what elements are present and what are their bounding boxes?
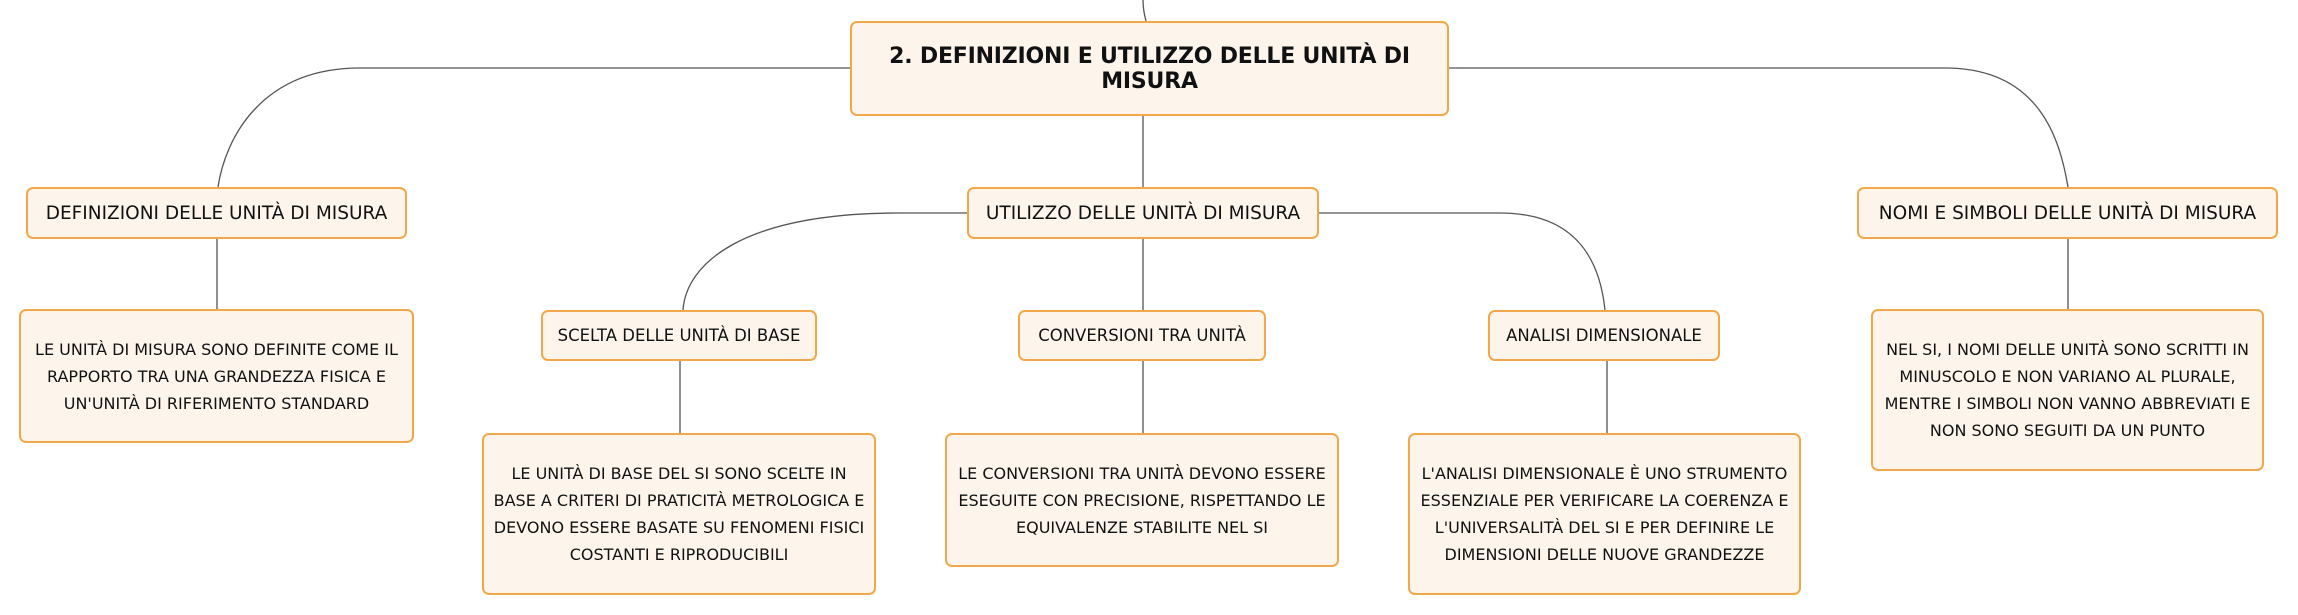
definizioni-label: DEFINIZIONI DELLE UNITÀ DI MISURA	[45, 202, 388, 224]
connector-root-nomi	[1448, 67, 2069, 188]
scelta-detail-node[interactable]: LE UNITÀ DI BASE DEL SI SONO SCELTE IN B…	[482, 433, 876, 595]
definizioni-node[interactable]: DEFINIZIONI DELLE UNITÀ DI MISURA	[26, 187, 407, 239]
scelta-label: SCELTA DELLE UNITÀ DI BASE	[557, 326, 801, 345]
analisi-detail-node[interactable]: L'ANALISI DIMENSIONALE È UNO STRUMENTO E…	[1408, 433, 1801, 595]
analisi-label: ANALISI DIMENSIONALE	[1506, 326, 1702, 345]
conversioni-detail-text: LE CONVERSIONI TRA UNITÀ DEVONO ESSERE E…	[958, 463, 1326, 537]
definizioni-detail-text: LE UNITÀ DI MISURA SONO DEFINITE COME IL…	[35, 339, 398, 413]
root-label: 2. DEFINIZIONI E UTILIZZO DELLE UNITÀ DI…	[889, 43, 1410, 94]
connector-parent-root	[1142, 0, 1147, 22]
analisi-node[interactable]: ANALISI DIMENSIONALE	[1488, 310, 1720, 361]
analisi-detail-text: L'ANALISI DIMENSIONALE È UNO STRUMENTO E…	[1420, 464, 1789, 564]
utilizzo-node[interactable]: UTILIZZO DELLE UNITÀ DI MISURA	[967, 187, 1319, 239]
connector-utilizzo-scelta	[682, 212, 968, 311]
conversioni-node[interactable]: CONVERSIONI TRA UNITÀ	[1018, 310, 1266, 361]
nomi-detail-node[interactable]: NEL SI, I NOMI DELLE UNITÀ SONO SCRITTI …	[1871, 309, 2264, 471]
root-node[interactable]: 2. DEFINIZIONI E UTILIZZO DELLE UNITÀ DI…	[850, 21, 1449, 116]
definizioni-detail-node[interactable]: LE UNITÀ DI MISURA SONO DEFINITE COME IL…	[19, 309, 414, 443]
nomi-detail-text: NEL SI, I NOMI DELLE UNITÀ SONO SCRITTI …	[1884, 340, 2251, 440]
connector-utilizzo-analisi	[1318, 212, 1606, 311]
scelta-node[interactable]: SCELTA DELLE UNITÀ DI BASE	[541, 310, 817, 361]
scelta-detail-text: LE UNITÀ DI BASE DEL SI SONO SCELTE IN B…	[493, 464, 865, 564]
connector-root-definizioni	[217, 67, 850, 188]
nomi-label: NOMI E SIMBOLI DELLE UNITÀ DI MISURA	[1878, 202, 2257, 224]
nomi-node[interactable]: NOMI E SIMBOLI DELLE UNITÀ DI MISURA	[1857, 187, 2278, 239]
conversioni-label: CONVERSIONI TRA UNITÀ	[1038, 326, 1246, 345]
conversioni-detail-node[interactable]: LE CONVERSIONI TRA UNITÀ DEVONO ESSERE E…	[945, 433, 1339, 567]
utilizzo-label: UTILIZZO DELLE UNITÀ DI MISURA	[985, 202, 1301, 224]
